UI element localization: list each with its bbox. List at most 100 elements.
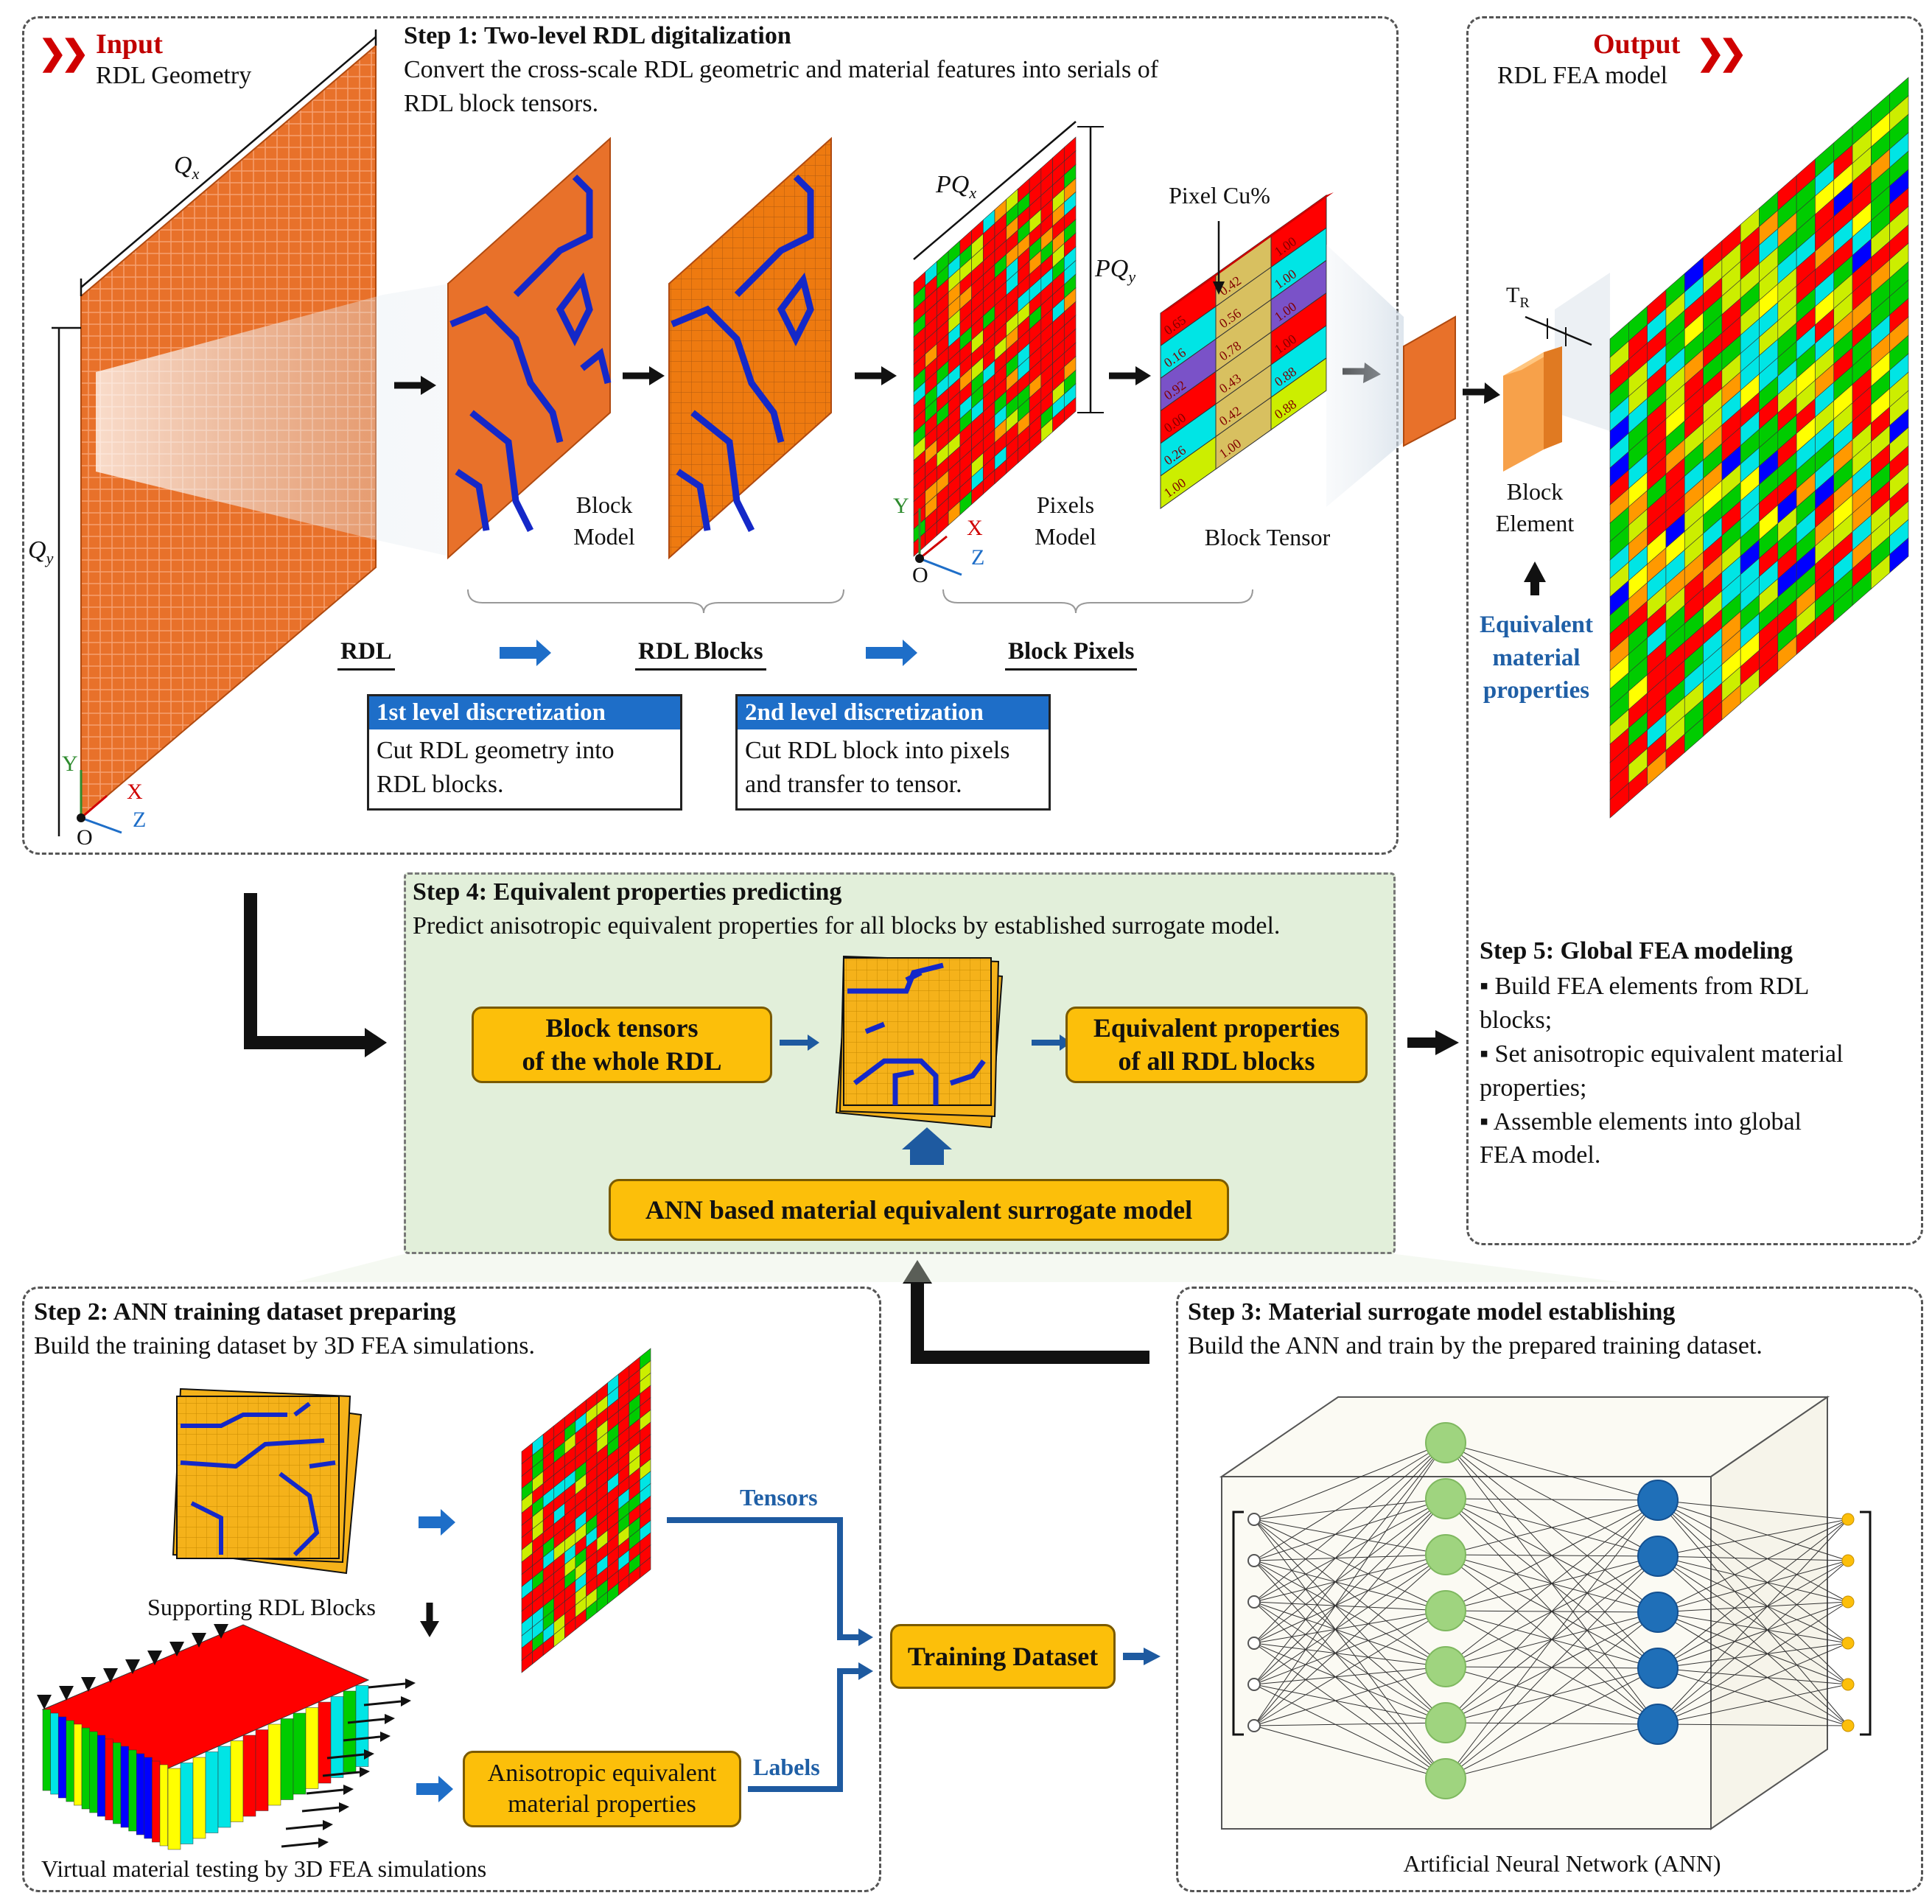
fixed-support-icon <box>147 1651 162 1665</box>
ann-connection <box>1253 1560 1446 1779</box>
ann-connection <box>1253 1684 1446 1779</box>
ann-input-node <box>1247 1513 1261 1526</box>
tensor-beam <box>1326 245 1404 507</box>
ann-connection <box>1445 1499 1659 1667</box>
step4-block-stack <box>835 955 1004 1129</box>
labels-label: Labels <box>753 1754 820 1780</box>
step3-panel <box>1176 1287 1923 1892</box>
slab-side-column <box>230 1740 244 1822</box>
slab-side-column <box>267 1723 281 1806</box>
first-level-discretization-box: 1st level discretization Cut RDL geometr… <box>367 694 682 811</box>
step5-title: Step 5: Global FEA modeling <box>1480 937 1793 965</box>
output-bracket <box>1860 1511 1872 1736</box>
step2-panel <box>22 1287 881 1892</box>
slab-side-column <box>192 1757 206 1839</box>
ann-output-node <box>1841 1595 1855 1609</box>
flow-rdl-blocks: RDL Blocks <box>635 638 766 671</box>
ann-connection <box>1445 1499 1659 1611</box>
virtual-testing-label: Virtual material testing by 3D FEA simul… <box>41 1855 487 1882</box>
ann-connection <box>1253 1519 1446 1723</box>
ann-connection <box>1253 1519 1446 1555</box>
step1-desc-line1: Convert the cross-scale RDL geometric an… <box>404 56 1159 83</box>
load-arrow <box>363 1700 402 1707</box>
ann-connection <box>1657 1555 1849 1726</box>
meshed-block-traces <box>671 174 814 533</box>
tensor-cell <box>1270 195 1327 268</box>
tr-label: TR <box>1506 283 1530 311</box>
axis-y-label: Y <box>62 752 78 776</box>
load-arrowhead-icon <box>360 1767 370 1777</box>
ann-connection <box>1253 1554 1446 1561</box>
ann-connection <box>1657 1499 1849 1603</box>
ann-connection <box>1253 1722 1446 1726</box>
pixels-model <box>913 136 1077 557</box>
step5-line-5: ▪ Assemble elements into global <box>1480 1107 1802 1135</box>
ann-network <box>1219 1396 1872 1830</box>
ann-connection <box>1657 1642 1849 1669</box>
l-arrow-step1-to-step4 <box>244 893 368 1049</box>
slab-front-column <box>113 1742 122 1824</box>
step4-desc: Predict anisotropic equivalent propertie… <box>413 912 1281 939</box>
load-arrowhead-icon <box>318 1838 329 1848</box>
load-arrowhead-icon <box>323 1820 333 1830</box>
slab-side-column <box>217 1746 231 1828</box>
origin-label: O <box>77 825 93 850</box>
flow-arrow-2 <box>866 640 917 666</box>
ann-connection <box>1253 1725 1446 1779</box>
step2-pixel-block <box>521 1348 651 1673</box>
ann-connection <box>1253 1684 1446 1723</box>
slab-front-column <box>97 1735 106 1817</box>
tensor-beam-right <box>1555 273 1610 431</box>
output-chevron-icon: ❯❯ <box>1696 34 1747 71</box>
ann-connection <box>1253 1519 1446 1779</box>
fixed-support-icon <box>169 1642 184 1656</box>
ann-connection <box>1253 1610 1446 1644</box>
pixel-axis-x-label: X <box>967 516 983 540</box>
ann-connection <box>1657 1560 1849 1725</box>
ann-connection <box>1445 1442 1659 1501</box>
ann-hidden2-node <box>1637 1536 1679 1577</box>
ann-connection <box>1253 1601 1446 1779</box>
ann-connection <box>1657 1555 1849 1561</box>
ann-connection <box>1657 1519 1849 1613</box>
second-level-discretization-box: 2nd level discretization Cut RDL block i… <box>735 694 1051 811</box>
ann-connection <box>1253 1519 1446 1667</box>
fixed-support-icon <box>81 1677 96 1692</box>
step3-title: Step 3: Material surrogate model establi… <box>1188 1298 1676 1326</box>
block-tensor-label: Block Tensor <box>1204 524 1331 550</box>
ann-connection <box>1657 1684 1849 1725</box>
fea-model <box>1609 77 1909 819</box>
ann-hidden1-node <box>1425 1422 1466 1463</box>
tensors-label: Tensors <box>740 1484 818 1511</box>
ann-connection <box>1253 1498 1446 1561</box>
fixed-support-icon <box>125 1659 140 1674</box>
load-arrow <box>322 1771 360 1777</box>
ann-connection <box>1657 1519 1849 1557</box>
load-arrow <box>301 1806 340 1813</box>
ann-output-node <box>1841 1554 1855 1567</box>
ann-connection <box>1253 1642 1446 1723</box>
ann-connection <box>1657 1611 1849 1685</box>
ann-connection <box>1253 1642 1446 1667</box>
ann-hidden1-node <box>1425 1646 1466 1687</box>
slab-front-column <box>57 1716 67 1799</box>
load-arrowhead-icon <box>364 1749 374 1760</box>
ann-connection <box>1657 1611 1849 1726</box>
axis-z-label: Z <box>133 808 147 832</box>
ann-output-node <box>1841 1678 1855 1691</box>
ann-hidden1-node <box>1425 1590 1466 1631</box>
ann-connection <box>1253 1554 1446 1685</box>
training-dataset-box: Training Dataset <box>890 1624 1116 1689</box>
supporting-rdl-stack <box>172 1387 363 1575</box>
ann-connection <box>1657 1611 1849 1644</box>
ann-hidden2-node <box>1637 1648 1679 1689</box>
load-arrow <box>306 1788 344 1795</box>
step5-list: ▪ Build FEA elements from RDL blocks; ▪ … <box>1480 970 1844 1172</box>
ann-connection <box>1657 1555 1849 1603</box>
pixel-axis-y-label: Y <box>893 494 909 518</box>
